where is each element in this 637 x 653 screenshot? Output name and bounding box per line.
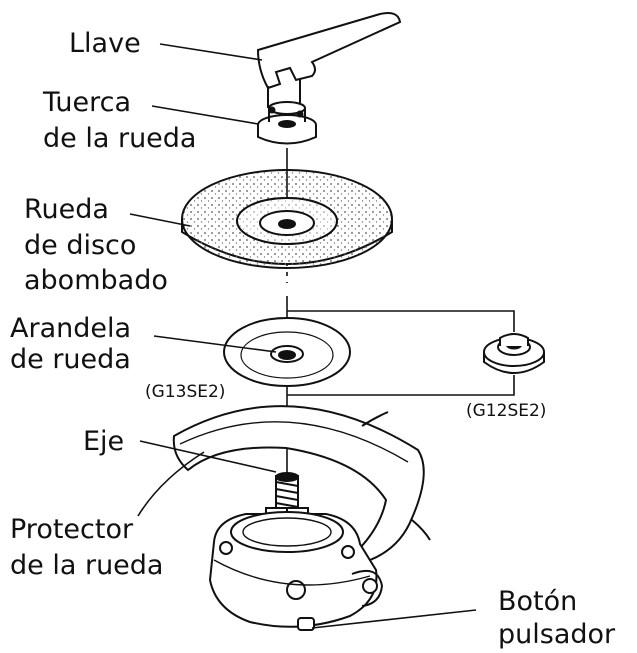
label-arandela-line1: Arandela [10, 313, 132, 344]
label-rueda-line1: Rueda [24, 194, 109, 225]
label-boton-line2: pulsador [498, 619, 616, 650]
label-eje: Eje [83, 426, 125, 457]
washer-connector-frame [287, 310, 515, 396]
label-tuerca-line1: Tuerca [43, 87, 132, 118]
wheel-nut-part [257, 101, 317, 145]
label-rueda-line3: abombado [24, 265, 168, 296]
wheel-guard-part [172, 405, 431, 562]
label-rueda-line2: de disco [24, 230, 137, 261]
leader-protector [137, 451, 205, 517]
leader-arandela [153, 335, 277, 353]
label-boton-line1: Botón [498, 586, 578, 617]
wrench-part [256, 12, 402, 112]
leader-lines [129, 43, 477, 629]
leader-eje [139, 440, 277, 473]
label-model-g13se2: (G13SE2) [145, 382, 226, 402]
leader-tuerca [151, 105, 259, 125]
label-llave: Llave [69, 28, 141, 59]
leader-rueda [129, 213, 191, 227]
label-model-g12se2: (G12SE2) [466, 401, 547, 421]
label-arandela-line2: de rueda [10, 344, 131, 375]
wheel-washer-g12-part [483, 333, 545, 374]
label-protector-line2: de la rueda [10, 550, 164, 581]
grinding-wheel-part [181, 169, 393, 269]
wheel-washer-g13-part [223, 317, 351, 387]
leader-boton [311, 609, 477, 629]
leader-llave [159, 43, 263, 61]
gear-housing-part [208, 511, 384, 631]
label-protector-line1: Protector [10, 514, 134, 545]
label-tuerca-line2: de la rueda [43, 123, 197, 154]
